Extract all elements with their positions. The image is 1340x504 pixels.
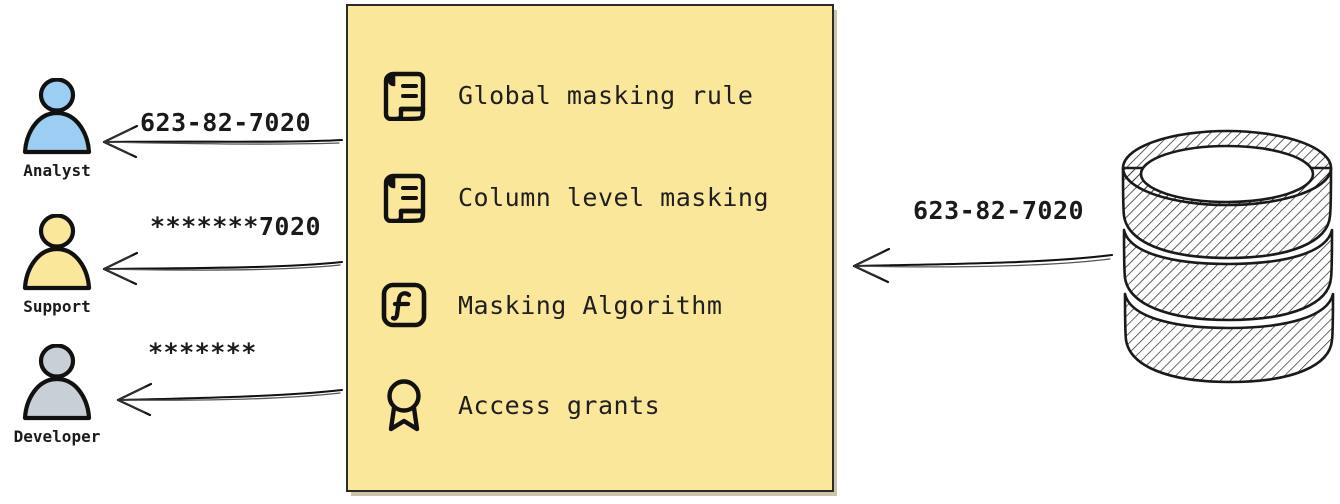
rule-label: Access grants — [458, 390, 661, 420]
flow-label-support: *******7020 — [150, 212, 322, 241]
rule-label: Masking Algorithm — [458, 290, 723, 320]
rule-label: Global masking rule — [458, 80, 754, 110]
arrow-left-icon — [102, 251, 344, 286]
database-cylinder-icon[interactable] — [1118, 126, 1340, 394]
actor-analyst[interactable]: Analyst — [2, 78, 112, 180]
award-icon — [376, 374, 432, 436]
flow-label-database: 623-82-7020 — [913, 196, 1085, 225]
actor-developer[interactable]: Developer — [2, 344, 112, 446]
actor-label: Analyst — [23, 161, 91, 180]
actor-label: Support — [23, 297, 91, 316]
person-icon — [22, 78, 92, 155]
actor-label: Developer — [13, 427, 101, 446]
actor-support[interactable]: Support — [2, 214, 112, 316]
rule-label: Column level masking — [458, 182, 770, 212]
scroll-icon — [376, 166, 432, 228]
flow-label-developer: ******* — [148, 338, 257, 367]
arrow-left-icon — [102, 124, 344, 159]
scroll-icon — [376, 64, 432, 126]
rule-item-access-grants[interactable]: Access grants — [376, 374, 816, 436]
arrow-left-icon — [116, 382, 344, 417]
rule-item-column-level-masking[interactable]: Column level masking — [376, 166, 816, 228]
person-icon — [22, 344, 92, 421]
rule-item-masking-algorithm[interactable]: Masking Algorithm — [376, 274, 816, 336]
arrow-left-icon — [852, 247, 1114, 284]
person-icon — [22, 214, 92, 291]
rule-item-global-masking-rule[interactable]: Global masking rule — [376, 64, 816, 126]
rules-panel: Global masking rule Column level masking — [346, 4, 834, 492]
flow-label-analyst: 623-82-7020 — [140, 108, 312, 137]
function-icon — [376, 274, 432, 336]
